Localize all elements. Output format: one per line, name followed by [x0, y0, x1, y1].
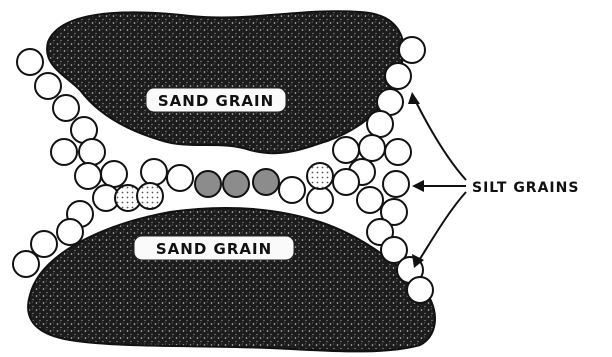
upper-grain-label: SAND GRAIN [158, 92, 274, 110]
silt-grain [195, 171, 221, 197]
silt-grain [253, 169, 279, 195]
arrowhead-upper [408, 92, 420, 104]
silt-grain [17, 49, 43, 75]
silt-grain [307, 163, 333, 189]
silt-grain [141, 159, 167, 185]
arrow-upper [414, 98, 466, 180]
silt-grain [359, 135, 385, 161]
upper-sand-grain [47, 11, 404, 153]
lower-grain-label: SAND GRAIN [156, 240, 272, 258]
silt-grain [35, 73, 61, 99]
silt-grain [333, 137, 359, 163]
silt-grain [79, 139, 105, 165]
silt-grain [279, 177, 305, 203]
arrowhead-middle [412, 180, 424, 192]
silt-grain [53, 95, 79, 121]
silt-grain [57, 219, 83, 245]
silt-grain [307, 187, 333, 213]
silt-grain [399, 37, 425, 63]
silt-grain [167, 165, 193, 191]
silt-grain [385, 63, 411, 89]
arrow-lower [418, 192, 466, 262]
silt-grain [31, 231, 57, 257]
silt-grain [333, 169, 359, 195]
silt-grain [385, 139, 411, 165]
silt-grain [51, 139, 77, 165]
silt-arrows [414, 98, 466, 262]
arrowheads [408, 92, 424, 268]
silt-grain [75, 163, 101, 189]
silt-grain [367, 111, 393, 137]
silt-grain [101, 161, 127, 187]
silt-grain [137, 183, 163, 209]
silt-grain [357, 187, 383, 213]
silt-grain [13, 251, 39, 277]
silt-grain [407, 277, 433, 303]
silt-grain [223, 171, 249, 197]
silt-grain [383, 171, 409, 197]
silt-grains-label: SILT GRAINS [472, 180, 579, 196]
